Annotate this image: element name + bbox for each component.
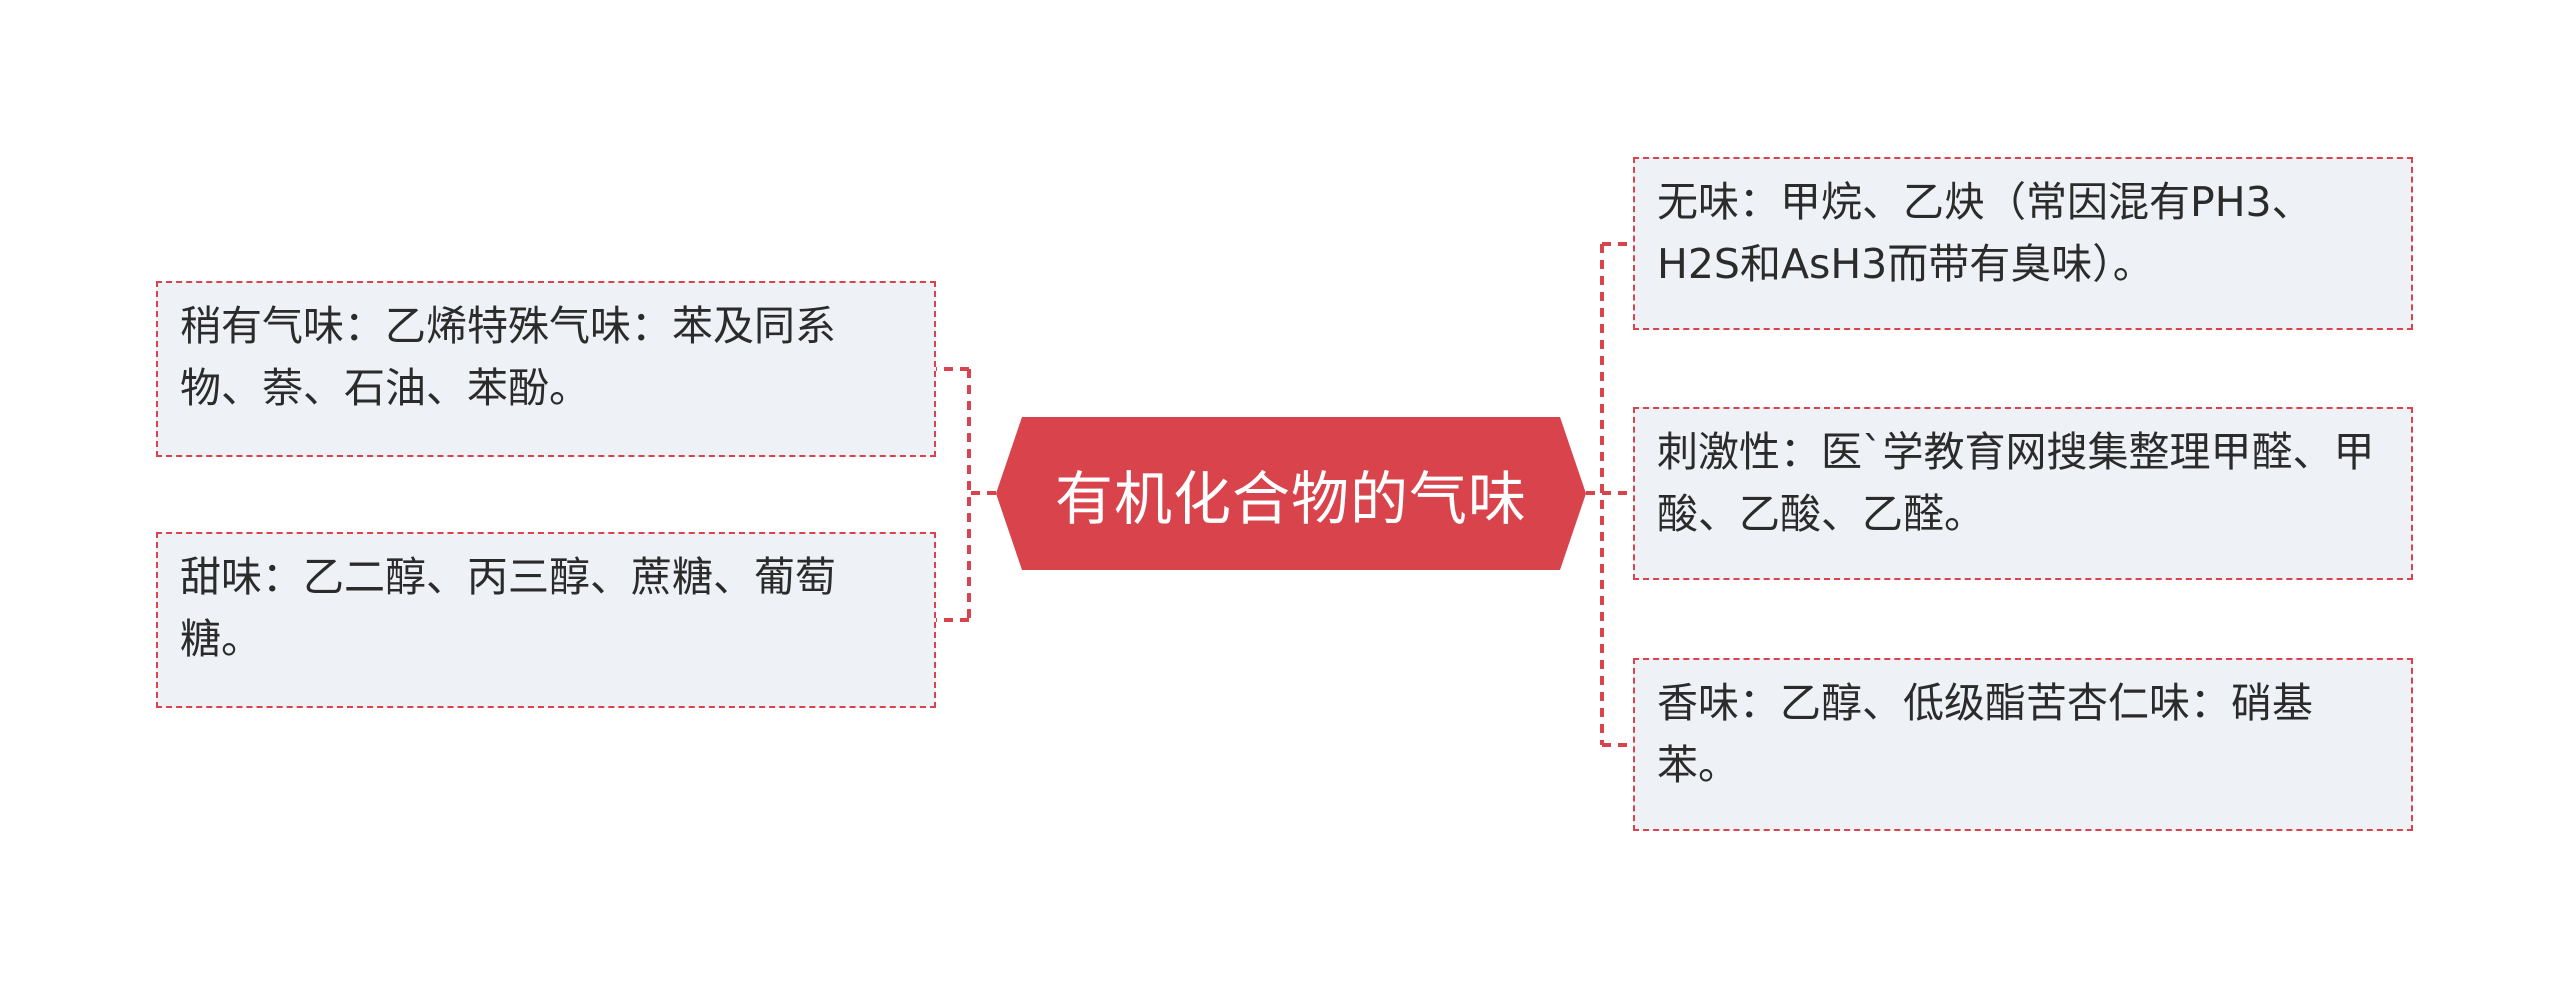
central-topic-label: 有机化合物的气味 [1054,464,1527,533]
branch-text: 无味：甲烷、乙炔（常因混有PH3、H2S和AsH3而带有臭味）。 [1657,178,2313,288]
branch-node-slight-odor[interactable]: 稍有气味：乙烯特殊气味：苯及同系物、萘、石油、苯酚。 [156,281,936,457]
branch-node-sweet[interactable]: 甜味：乙二醇、丙三醇、蔗糖、葡萄糖。 [156,532,936,708]
branch-text: 稍有气味：乙烯特殊气味：苯及同系物、萘、石油、苯酚。 [180,302,836,412]
branch-node-irritating[interactable]: 刺激性：医`学教育网搜集整理甲醛、甲酸、乙酸、乙醛。 [1633,407,2413,580]
branch-text: 香味：乙醇、低级酯苦杏仁味：硝基苯。 [1657,679,2313,789]
branch-text: 甜味：乙二醇、丙三醇、蔗糖、葡萄糖。 [180,553,836,663]
central-topic-shape [996,417,1586,570]
central-topic-node[interactable]: 有机化合物的气味 [996,417,1586,570]
branch-node-odorless[interactable]: 无味：甲烷、乙炔（常因混有PH3、H2S和AsH3而带有臭味）。 [1633,157,2413,330]
branch-node-fragrant[interactable]: 香味：乙醇、低级酯苦杏仁味：硝基苯。 [1633,658,2413,831]
branch-text: 刺激性：医`学教育网搜集整理甲醛、甲酸、乙酸、乙醛。 [1657,428,2375,538]
